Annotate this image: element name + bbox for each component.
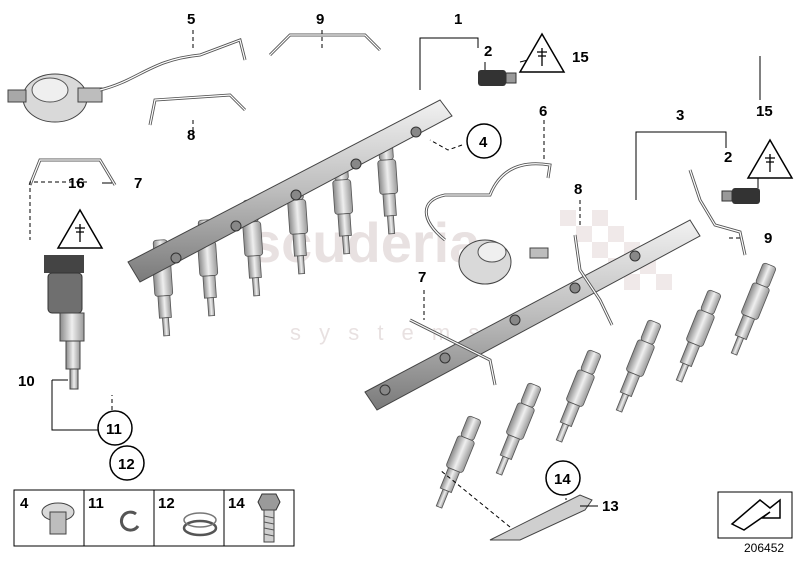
callout-9-top: 9 xyxy=(316,11,324,28)
legend-label-12: 12 xyxy=(158,495,175,512)
bolt-part-14 xyxy=(257,493,281,543)
callout-4: 4 xyxy=(479,134,488,151)
pressure-sensor-right xyxy=(721,188,760,204)
callout-circle-14 xyxy=(545,460,581,496)
plug-icon xyxy=(765,154,775,172)
plug-icon xyxy=(75,224,85,242)
callout-12: 12 xyxy=(118,456,135,473)
callout-6: 6 xyxy=(539,103,547,120)
callout-16: 16 xyxy=(68,175,85,192)
high-pressure-pump-left xyxy=(7,73,103,123)
callout-15-right: 15 xyxy=(756,103,773,120)
watermark: scuderia s y s t e m s xyxy=(250,210,672,345)
callout-circle-4 xyxy=(466,123,502,159)
plug-icon xyxy=(537,48,547,66)
retaining-ring-part-12 xyxy=(182,512,218,537)
pressure-sensor-left xyxy=(478,70,517,86)
legend-parts-table: 4 11 12 14 xyxy=(13,489,295,547)
callout-8-left: 8 xyxy=(187,127,195,144)
warning-triangle-icon xyxy=(518,32,566,73)
right-fuel-rail xyxy=(364,219,701,411)
callout-8-right: 8 xyxy=(574,181,582,198)
bracket-part-13 xyxy=(489,494,593,541)
direction-indicator xyxy=(717,491,793,539)
seal-ring-part-11 xyxy=(120,510,140,532)
leader-lines xyxy=(29,30,761,528)
warning-triangle-icon xyxy=(746,138,794,179)
left-fuel-rail xyxy=(127,99,453,283)
watermark-line1: scuderia xyxy=(250,211,481,274)
callout-11: 11 xyxy=(106,421,122,438)
callout-2-left: 2 xyxy=(484,43,492,60)
direction-arrow-icon xyxy=(730,498,781,531)
legend-label-11: 11 xyxy=(88,495,104,512)
clip-part-4 xyxy=(41,502,75,535)
callout-10: 10 xyxy=(18,373,35,390)
diagram-id: 206452 xyxy=(744,541,784,555)
callout-14: 14 xyxy=(554,471,571,488)
callout-9-right: 9 xyxy=(764,230,772,247)
callout-2-right: 2 xyxy=(724,149,732,166)
callout-15-left: 15 xyxy=(572,49,589,66)
callout-circle-12 xyxy=(109,445,145,481)
callout-circle-11 xyxy=(97,410,133,446)
watermark-line2: s y s t e m s xyxy=(290,320,485,345)
callout-5: 5 xyxy=(187,11,195,28)
callout-7-right: 7 xyxy=(418,269,426,286)
callout-3: 3 xyxy=(676,107,684,124)
callout-1: 1 xyxy=(454,11,462,28)
legend-label-4: 4 xyxy=(20,495,29,512)
legend-label-14: 14 xyxy=(228,495,245,512)
injector-detail xyxy=(44,255,85,390)
right-injector-set xyxy=(430,261,779,511)
high-pressure-pump-right xyxy=(458,239,549,285)
callout-13: 13 xyxy=(602,498,619,515)
warning-triangle-icon xyxy=(56,208,104,249)
callout-7-left: 7 xyxy=(134,175,142,192)
